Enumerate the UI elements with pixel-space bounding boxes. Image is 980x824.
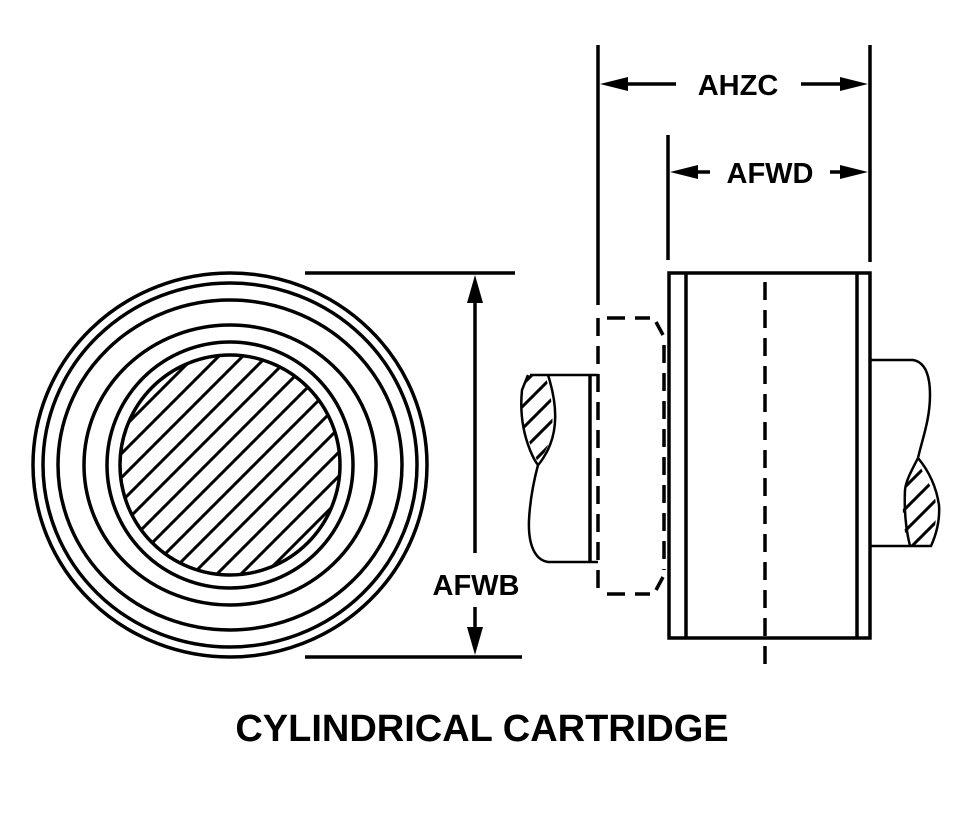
arrow-left-icon [670, 165, 698, 179]
hatch-line [120, 355, 304, 575]
cap-corner-bottom [654, 576, 665, 591]
arrow-left-icon [600, 77, 628, 91]
hatch-line [120, 355, 280, 575]
hatch-line [252, 355, 340, 575]
arrow-right-icon [840, 77, 868, 91]
hatch-line [276, 355, 340, 575]
inner-ring [82, 323, 378, 607]
hatch-line [350, 345, 590, 585]
middle-ring [56, 298, 404, 632]
cap-corner-top [654, 321, 665, 336]
dimension-afwb: AFWB [305, 271, 522, 659]
hatch-line [0, 345, 110, 585]
hatch-line [324, 355, 340, 575]
hatch-line [300, 355, 340, 575]
hatch-line [415, 370, 515, 470]
hatch-line [798, 450, 898, 550]
dimension-label-ahzc: AHZC [698, 70, 779, 102]
cartridge-body [667, 271, 872, 640]
left-shaft-hatching [415, 370, 553, 470]
arrow-right-icon [840, 165, 868, 179]
arrow-down-icon [467, 627, 483, 655]
hatch-line [204, 355, 340, 575]
hatch-line [180, 355, 340, 575]
outer-ring-inner [41, 281, 419, 649]
hatch-line [120, 355, 256, 575]
side-view [415, 271, 941, 665]
hatch-line [906, 458, 937, 546]
dimension-afwd: AFWD [666, 135, 868, 260]
hatch-line [523, 375, 553, 463]
dimension-label-afwd: AFWD [727, 158, 814, 190]
right-shaft-hatching [798, 450, 937, 550]
core-hatching [0, 345, 590, 585]
hatch-line [120, 355, 208, 575]
hatch-line [902, 458, 937, 546]
hatch-line [902, 458, 937, 546]
outer-ring [31, 271, 429, 659]
shaft-core [118, 353, 342, 577]
hatch-line [521, 375, 553, 463]
hatch-line [521, 375, 553, 463]
hatch-line [521, 375, 553, 463]
hatch-line [156, 355, 340, 575]
left-shaft [415, 370, 598, 564]
bore-ring [105, 340, 355, 590]
hatch-line [120, 355, 340, 575]
hatch-line [228, 355, 340, 575]
dimension-label-afwb: AFWB [433, 570, 520, 602]
arrow-up-icon [467, 275, 483, 303]
right-shaft [798, 358, 941, 550]
hatch-line [120, 355, 232, 575]
hatch-line [120, 355, 184, 575]
drawing-title: CYLINDRICAL CARTRIDGE [235, 708, 728, 750]
dimension-ahzc: AHZC [596, 45, 872, 305]
hidden-cap-outline [596, 316, 666, 596]
